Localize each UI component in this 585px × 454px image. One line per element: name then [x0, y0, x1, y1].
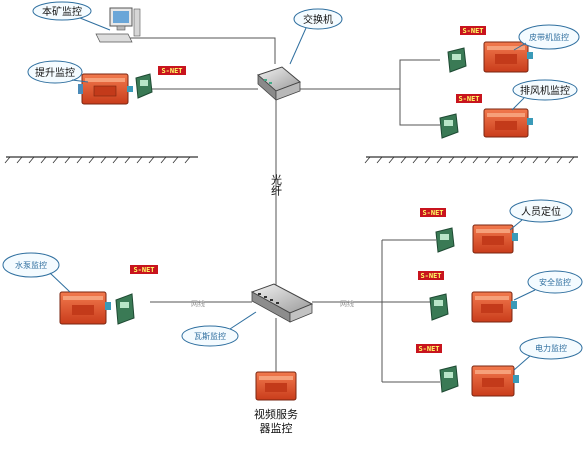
label-video-line: 器监控	[260, 421, 293, 435]
link-right-bracket-bottom	[399, 89, 440, 126]
label-switch: 交换机	[303, 13, 333, 26]
label-hoist: 提升监控	[35, 66, 75, 79]
bubble-personnel: 人员定位	[509, 199, 573, 231]
controller-box-icon	[483, 41, 533, 73]
bubble-power: 电力监控	[513, 336, 583, 371]
bubble-safety: 安全监控	[513, 270, 583, 301]
fiber-label: 光纤	[270, 173, 283, 197]
label-safety: 安全监控	[539, 277, 571, 287]
snet-label: S-NET	[133, 266, 154, 274]
ground-line-left	[4, 156, 198, 164]
network-switch-icon	[257, 66, 301, 101]
bubble-local-monitor: 本矿监控	[32, 1, 111, 31]
label-net-left: 网线	[191, 299, 205, 308]
snet-module-icon: S-NET	[135, 66, 186, 99]
label-fan: 排风机监控	[520, 84, 570, 97]
optical-switch-icon	[250, 283, 314, 323]
label-belt: 皮带机监控	[529, 32, 569, 42]
controller-box-icon	[59, 291, 111, 325]
label-fiber: 光纤	[270, 173, 283, 197]
bubble-switch: 交换机	[289, 8, 343, 65]
controller-box-icon	[471, 291, 517, 323]
ground-line-right	[364, 156, 578, 164]
snet-label: S-NET	[418, 345, 439, 353]
controller-box-icon	[483, 108, 533, 138]
label-local-monitor: 本矿监控	[42, 5, 82, 18]
computer-icon	[95, 7, 141, 43]
snet-label: S-NET	[422, 209, 443, 217]
snet-module-icon: S-NET	[447, 26, 486, 73]
bubble-belt: 皮带机监控	[513, 24, 580, 51]
snet-module-icon: S-NET	[439, 94, 482, 139]
bubble-hoist: 提升监控	[27, 60, 89, 84]
label-hazard: 瓦斯监控	[194, 331, 226, 341]
snet-module-icon: S-NET	[418, 271, 449, 321]
controller-box-icon	[78, 73, 133, 105]
snet-label: S-NET	[458, 95, 479, 103]
label-net-right: 网线	[340, 299, 354, 308]
snet-label: S-NET	[161, 67, 182, 75]
bubble-hazard: 瓦斯监控	[181, 311, 257, 347]
snet-module-icon: S-NET	[115, 265, 158, 325]
snet-module-icon: S-NET	[416, 344, 459, 393]
bubble-fan: 排风机监控	[511, 79, 578, 111]
label-video: 视频服务器监控	[254, 407, 298, 435]
snet-label: S-NET	[420, 272, 441, 280]
label-video-line: 视频服务	[254, 407, 298, 421]
snet-module-icon: S-NET	[420, 208, 455, 253]
link-computer-switch	[130, 37, 276, 64]
controller-box-icon	[255, 371, 297, 401]
controller-box-icon	[471, 365, 519, 397]
link-right-bracket-top	[399, 59, 440, 89]
controller-box-icon	[472, 224, 518, 254]
connection-lines	[130, 37, 440, 383]
label-left-sub: 水泵监控	[15, 260, 47, 270]
bubble-left-sub: 水泵监控	[2, 252, 71, 293]
label-power: 电力监控	[535, 343, 567, 353]
label-personnel: 人员定位	[521, 205, 561, 218]
snet-label: S-NET	[462, 27, 483, 35]
